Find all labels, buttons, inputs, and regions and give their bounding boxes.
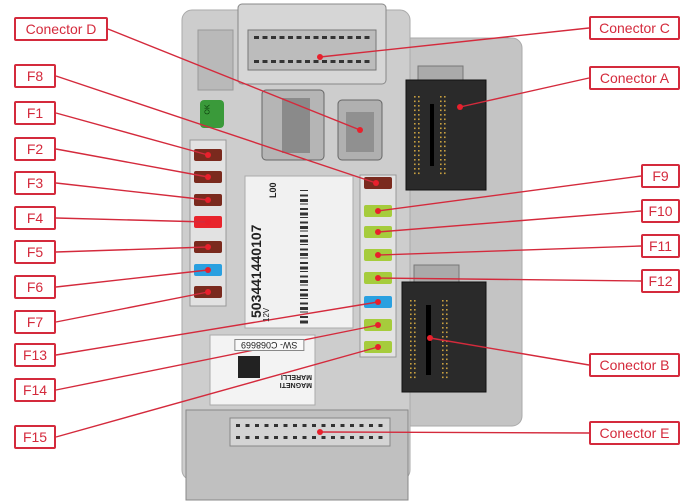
callout-line-f4: [55, 217, 209, 223]
qr-code: [238, 356, 260, 378]
callout-dot-f9: [375, 208, 381, 214]
callout-f4: F4: [14, 206, 56, 230]
callout-f1: F1: [14, 101, 56, 125]
callout-f15: F15: [14, 425, 56, 449]
callout-conector-b: Conector B: [589, 353, 680, 377]
part-number: 503441440107: [248, 224, 264, 318]
callout-f9: F9: [641, 164, 680, 188]
callout-line-f14: [55, 324, 379, 391]
callout-dot-f7: [205, 289, 211, 295]
callout-f11: F11: [641, 234, 680, 258]
callout-line-f2: [55, 148, 209, 178]
callout-line-conector-b: [429, 337, 590, 366]
callout-f3: F3: [14, 171, 56, 195]
callout-line-f13: [55, 301, 379, 356]
callout-f6: F6: [14, 275, 56, 299]
callout-line-f9: [377, 175, 642, 212]
callout-dot-f4: [205, 219, 211, 225]
callout-dot-f5: [205, 244, 211, 250]
callout-f14: F14: [14, 378, 56, 402]
ok-tag: [200, 100, 224, 128]
callout-line-conector-d: [107, 28, 361, 131]
connector-d: [261, 89, 383, 161]
connector-e: [185, 409, 409, 501]
callout-line-f8: [55, 75, 377, 184]
callout-dot-f3: [205, 197, 211, 203]
brand-logo: MAGNETI MARELLI: [279, 373, 312, 388]
revision: L00: [268, 182, 278, 198]
callout-line-conector-a: [459, 77, 590, 108]
housing-slot: [197, 29, 234, 91]
callout-dot-f1: [205, 152, 211, 158]
connector-b: [401, 264, 487, 393]
callout-dot-f12: [375, 275, 381, 281]
callout-dot-f15: [375, 344, 381, 350]
callout-dot-f2: [205, 174, 211, 180]
software-version: SW- C068669: [234, 339, 305, 351]
callout-f5: F5: [14, 240, 56, 264]
callout-line-f11: [377, 245, 642, 256]
callout-line-f12: [377, 277, 642, 282]
callout-dot-conector-e: [317, 429, 323, 435]
callout-dot-f8: [373, 180, 379, 186]
callout-line-conector-c: [319, 27, 590, 58]
callout-conector-c: Conector C: [589, 16, 680, 40]
callout-dot-f10: [375, 229, 381, 235]
callout-dot-conector-b: [427, 335, 433, 341]
callout-line-conector-e: [319, 431, 590, 434]
callout-line-f5: [55, 246, 209, 253]
callout-f2: F2: [14, 137, 56, 161]
callout-line-f15: [55, 346, 379, 438]
callout-line-f6: [55, 269, 209, 288]
callout-dot-conector-a: [457, 104, 463, 110]
callout-dot-conector-c: [317, 54, 323, 60]
connector-c: [237, 3, 387, 85]
callout-line-f10: [377, 210, 642, 233]
product-sticker: [244, 175, 354, 329]
callout-dot-f14: [375, 322, 381, 328]
ok-tag-text: OK: [204, 104, 212, 115]
callout-dot-conector-d: [357, 127, 363, 133]
callout-conector-e: Conector E: [589, 421, 680, 445]
callout-f10: F10: [641, 199, 680, 223]
callout-conector-a: Conector A: [589, 66, 680, 90]
voltage: 12V: [262, 307, 271, 322]
callout-conector-d: Conector D: [14, 17, 108, 41]
callout-f12: F12: [641, 269, 680, 293]
callout-dot-f11: [375, 252, 381, 258]
callout-line-f1: [55, 112, 209, 156]
callout-f8: F8: [14, 64, 56, 88]
connector-a: [405, 65, 487, 191]
callout-line-f3: [55, 182, 209, 201]
callout-f7: F7: [14, 310, 56, 334]
callout-f13: F13: [14, 343, 56, 367]
callout-dot-f6: [205, 267, 211, 273]
callout-dot-f13: [375, 299, 381, 305]
callout-line-f7: [55, 291, 209, 323]
